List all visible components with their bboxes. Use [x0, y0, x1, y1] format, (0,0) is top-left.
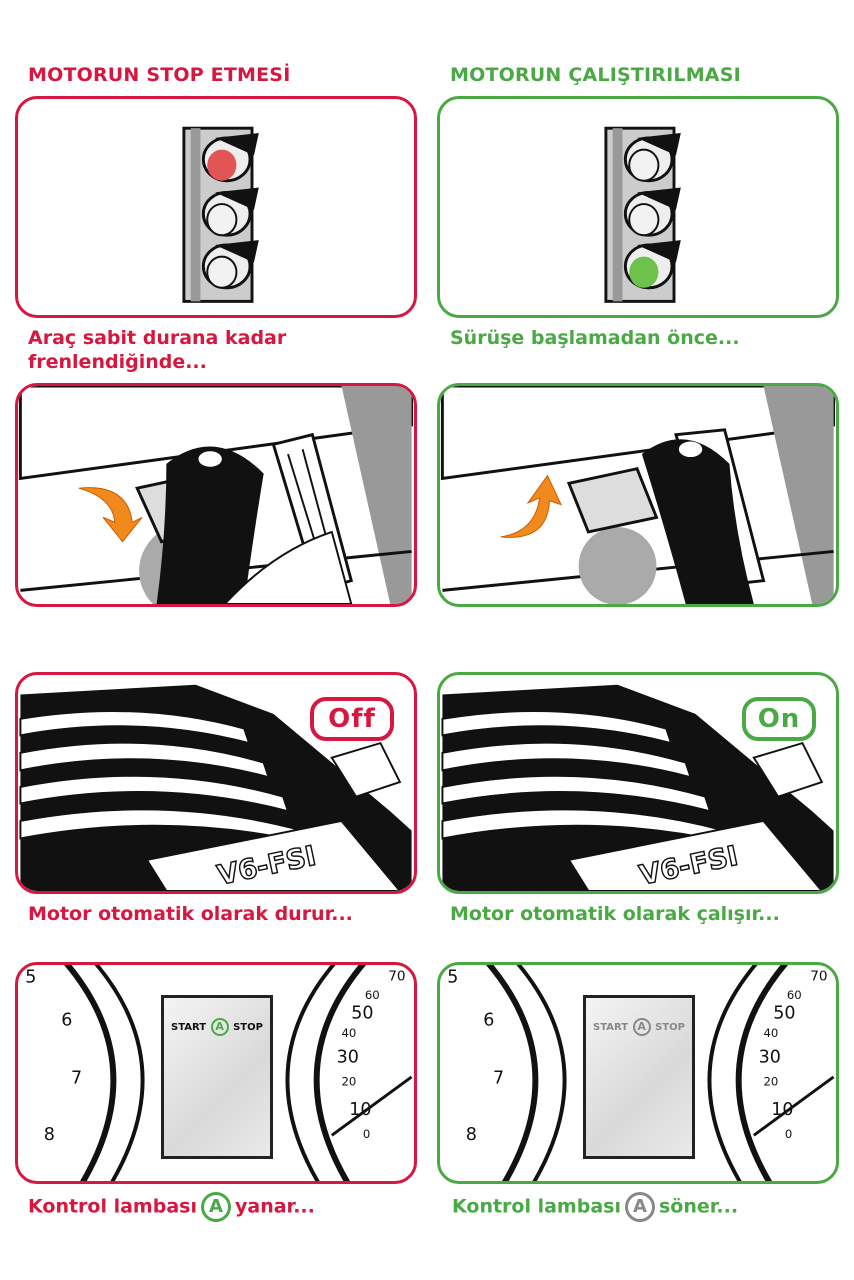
stop-caption-engine: Motor otomatik olarak durur... [28, 903, 353, 925]
svg-text:0: 0 [785, 1127, 792, 1141]
gauge-cluster-icon: 5 6 7 8 70 60 50 40 30 20 10 0 [25, 965, 413, 1181]
engine-icon: V6-FSI [19, 684, 412, 891]
svg-text:6: 6 [483, 1010, 494, 1030]
svg-text:10: 10 [349, 1100, 371, 1120]
cluster-display: START A STOP [583, 995, 695, 1159]
stop-column-title: MOTORUN STOP ETMESİ [28, 64, 291, 86]
start-column-title: MOTORUN ÇALIŞTIRILMASI [450, 64, 741, 86]
svg-text:0: 0 [363, 1127, 370, 1141]
gauge-cluster-icon: 5 6 7 8 70 60 50 40 30 20 10 0 [447, 965, 835, 1181]
on-badge: On [742, 697, 816, 741]
engine-panel-red: V6-FSI Off [15, 672, 417, 894]
off-badge: Off [310, 697, 394, 741]
start-stop-indicator-on: START A STOP [164, 1018, 270, 1036]
brake-pedal-panel-red [15, 383, 417, 607]
cluster-panel-red: 5 6 7 8 70 60 50 40 30 20 10 0 START A S… [15, 962, 417, 1184]
svg-text:40: 40 [342, 1026, 357, 1040]
cluster-display: START A STOP [161, 995, 273, 1159]
start-stop-indicator-off: START A STOP [586, 1018, 692, 1036]
svg-text:6: 6 [61, 1010, 72, 1030]
svg-text:50: 50 [351, 1004, 373, 1024]
svg-text:8: 8 [466, 1125, 477, 1145]
svg-text:70: 70 [810, 969, 827, 985]
engine-icon: V6-FSI [441, 684, 834, 891]
traffic-light-icon [182, 126, 259, 303]
svg-text:5: 5 [447, 968, 458, 988]
svg-text:50: 50 [773, 1004, 795, 1024]
start-caption-engine: Motor otomatik olarak çalışır... [450, 903, 780, 925]
svg-text:30: 30 [759, 1047, 781, 1067]
svg-text:60: 60 [787, 988, 802, 1002]
svg-text:40: 40 [764, 1026, 779, 1040]
svg-text:5: 5 [25, 968, 36, 988]
brake-pedal-icon [440, 386, 836, 604]
svg-text:7: 7 [71, 1069, 82, 1089]
engine-panel-green: V6-FSI On [437, 672, 839, 894]
svg-text:20: 20 [764, 1075, 779, 1089]
start-stop-icon: A [632, 1018, 651, 1036]
stop-caption-brake: Araç sabit durana kadar frenlendiğinde..… [28, 327, 287, 373]
brake-pedal-panel-green [437, 383, 839, 607]
start-stop-icon: A [210, 1018, 229, 1036]
cluster-panel-green: 5 6 7 8 70 60 50 40 30 20 10 0 START A S… [437, 962, 839, 1184]
svg-text:60: 60 [365, 988, 380, 1002]
svg-text:7: 7 [493, 1069, 504, 1089]
start-caption-before-drive: Sürüşe başlamadan önce... [450, 327, 740, 349]
svg-text:20: 20 [342, 1075, 357, 1089]
start-stop-icon: A [624, 1192, 655, 1222]
svg-text:10: 10 [771, 1100, 793, 1120]
brake-pedal-icon [18, 386, 414, 604]
traffic-light-panel-red [15, 96, 417, 318]
svg-text:30: 30 [337, 1047, 359, 1067]
traffic-light-icon [604, 126, 681, 303]
svg-text:8: 8 [44, 1125, 55, 1145]
svg-text:70: 70 [388, 969, 405, 985]
traffic-light-panel-green [437, 96, 839, 318]
start-stop-icon: A [200, 1192, 231, 1222]
